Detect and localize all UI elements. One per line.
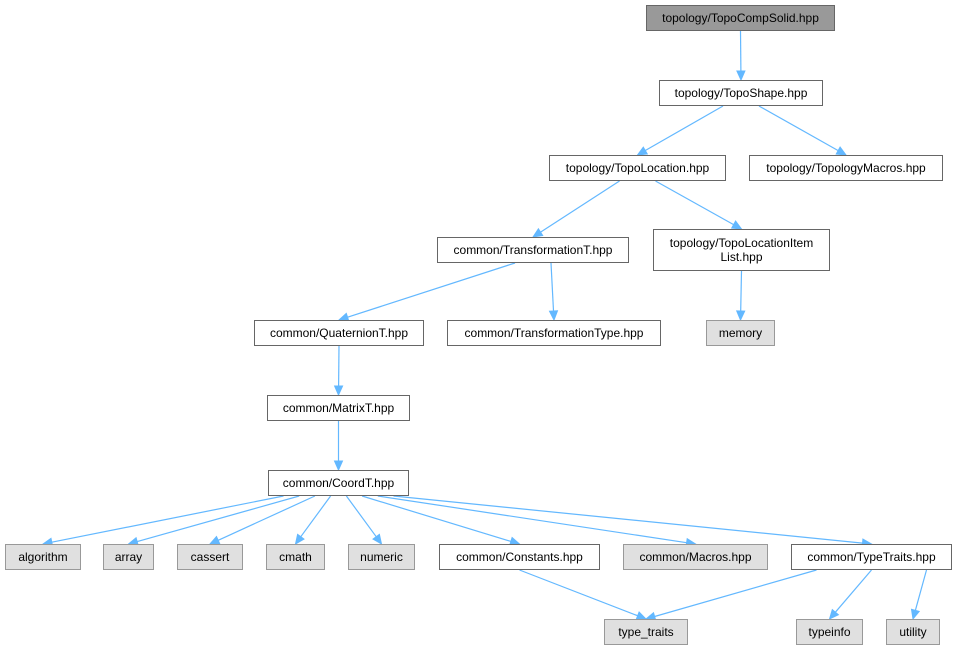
edge-coordt-to-algorithm <box>51 495 284 543</box>
node-topolocation-hpp[interactable]: topology/TopoLocation.hpp <box>549 155 726 181</box>
node-matrixt-hpp[interactable]: common/MatrixT.hpp <box>267 395 410 421</box>
node-topolocationitemlist-hpp[interactable]: topology/TopoLocationItem List.hpp <box>653 229 830 271</box>
edge-coordt-to-macros <box>377 495 687 544</box>
edge-coordt-to-constants <box>361 495 512 542</box>
edge-toposhape-to-topologymacros <box>758 105 839 152</box>
node-constants-hpp[interactable]: common/Constants.hpp <box>439 544 600 570</box>
node-cmath: cmath <box>266 544 325 570</box>
node-quaterniont-hpp[interactable]: common/QuaternionT.hpp <box>254 320 424 346</box>
node-utility: utility <box>886 619 940 645</box>
arrowhead-transformationt-to-transformationtype <box>548 310 559 322</box>
edge-coordt-to-typetraits <box>393 495 863 544</box>
node-transformationtype-hpp[interactable]: common/TransformationType.hpp <box>447 320 661 346</box>
arrowhead-toposhape-to-topologymacros <box>835 146 848 156</box>
edge-topolocation-to-transformationt <box>540 180 620 233</box>
arrowhead-topolocation-to-transformationt <box>531 227 544 238</box>
edge-typetraits-to-utility <box>914 569 928 611</box>
edge-coordt-to-array <box>137 495 300 543</box>
node-transformationt-hpp[interactable]: common/TransformationT.hpp <box>437 237 629 263</box>
arrowhead-coordt-to-numeric <box>372 533 383 545</box>
node-toposhape-hpp[interactable]: topology/TopoShape.hpp <box>659 80 823 106</box>
node-array: array <box>103 544 154 570</box>
arrowhead-typetraits-to-utility <box>910 608 921 621</box>
node-topocompsolid-hpp[interactable]: topology/TopoCompSolid.hpp <box>646 5 835 31</box>
edge-typetraits-to-typeinfo <box>834 569 872 613</box>
node-numeric: numeric <box>348 544 415 570</box>
node-typetraits-hpp[interactable]: common/TypeTraits.hpp <box>791 544 952 570</box>
edge-transformationt-to-quaterniont <box>347 262 516 318</box>
arrowhead-toposhape-to-topolocation <box>636 146 649 156</box>
node-memory: memory <box>706 320 775 346</box>
arrowhead-topocompsolid-to-toposhape <box>736 70 746 82</box>
arrowhead-topolocation-to-topolocationitemlist <box>730 220 743 230</box>
edge-toposhape-to-topolocation <box>645 105 724 152</box>
edge-coordt-to-cmath <box>300 495 332 538</box>
edge-coordt-to-numeric <box>345 495 377 538</box>
node-type-traits: type_traits <box>604 619 688 645</box>
arrowhead-matrixt-to-coordt <box>333 460 344 472</box>
edge-transformationt-to-transformationtype <box>550 262 555 312</box>
edge-topolocation-to-topolocationitemlist <box>655 180 734 226</box>
node-cassert: cassert <box>177 544 243 570</box>
arrowhead-coordt-to-cassert <box>208 535 221 545</box>
node-typeinfo: typeinfo <box>796 619 863 645</box>
edge-topolocationitemlist-to-memory <box>740 270 743 312</box>
node-macros-hpp: common/Macros.hpp <box>623 544 768 570</box>
arrowhead-topolocationitemlist-to-memory <box>735 310 746 322</box>
node-coordt-hpp[interactable]: common/CoordT.hpp <box>268 470 409 496</box>
arrowhead-coordt-to-cmath <box>294 533 305 545</box>
arrowhead-typetraits-to-typeinfo <box>828 608 840 620</box>
node-topologymacros-hpp[interactable]: topology/TopologyMacros.hpp <box>749 155 943 181</box>
edge-constants-to-type_traits <box>519 569 638 617</box>
node-algorithm: algorithm <box>5 544 81 570</box>
edge-typetraits-to-type_traits <box>654 569 817 618</box>
arrowhead-quaterniont-to-matrixt <box>333 385 344 397</box>
edge-coordt-to-cassert <box>217 495 316 541</box>
